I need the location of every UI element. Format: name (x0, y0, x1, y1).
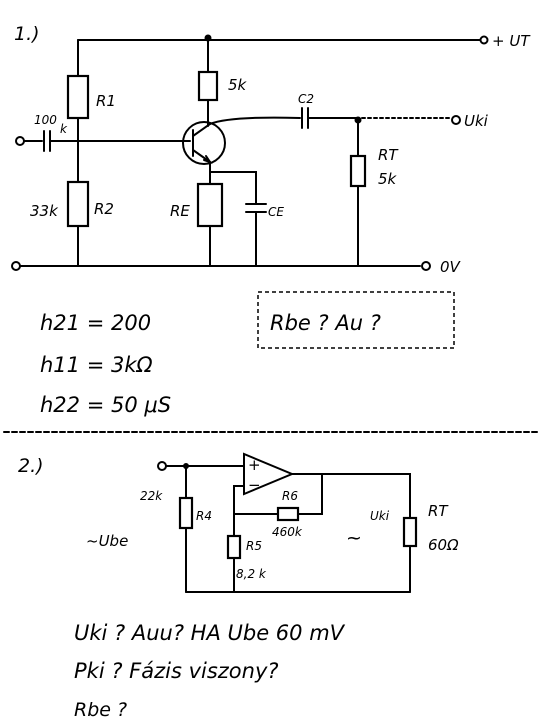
problem1-circuit: 1.) + UT R1 100 k 33k R2 5k (11, 23, 531, 276)
uki-label: Uki (370, 509, 390, 523)
tilde-symbol: ~ (346, 527, 362, 549)
r5-value: 8,2 k (236, 567, 267, 581)
problem1-question: Rbe ? Au ? (270, 311, 381, 335)
output-terminal (451, 115, 461, 125)
rc-resistor (197, 70, 219, 102)
problem1-parameters: h21 = 200 h11 = 3kΩ h22 = 50 μS Rbe ? Au… (40, 291, 455, 417)
output-wire-2 (321, 473, 411, 519)
output-label: Uki (464, 112, 489, 130)
rt-resistor (349, 154, 367, 188)
supply-label: + UT (492, 32, 531, 50)
question-line3: Rbe ? (74, 699, 127, 721)
feedback-right (291, 473, 323, 515)
r6-value: 460k (272, 525, 303, 539)
rt2-resistor (402, 516, 418, 548)
r4-value: 22k (140, 489, 163, 503)
rt-label: RT (378, 146, 399, 164)
input-cap-value: 100 (34, 113, 57, 127)
re-label: RE (170, 202, 190, 220)
supply-junction (204, 34, 212, 42)
param-h21: h21 = 200 (40, 311, 151, 335)
ube-label: ~Ube (86, 532, 128, 550)
re-resistor (196, 182, 224, 228)
opamp-symbol (243, 452, 295, 496)
r1-label: R1 (96, 92, 116, 110)
minus-input-wire (233, 485, 245, 515)
problem1-number: 1.) (14, 23, 40, 45)
question-line2: Pki ? Fázis viszony? (74, 659, 279, 683)
param-h22: h22 = 50 μS (40, 393, 171, 417)
supply-terminal (479, 35, 489, 45)
question-box (257, 291, 455, 349)
r5-resistor (226, 534, 242, 560)
input-terminal (15, 136, 25, 146)
rt2-value: 60Ω (428, 536, 459, 554)
r2-resistor (66, 180, 90, 228)
r1-resistor (66, 74, 90, 120)
ce-capacitor (245, 203, 267, 213)
rt-value: 5k (378, 170, 398, 188)
ground-right-terminal (421, 261, 431, 271)
ce-wire-top (209, 171, 257, 205)
transistor-symbol (182, 121, 226, 165)
c2-label: C2 (298, 92, 314, 106)
input-cap-unit: k (60, 122, 68, 136)
problem2-questions: Uki ? Auu? HA Ube 60 mV Pki ? Fázis visz… (74, 621, 346, 721)
ground-left-terminal (11, 261, 21, 271)
r2-label: R2 (94, 200, 114, 218)
rc-value: 5k (228, 76, 248, 94)
r4-label: R4 (196, 509, 212, 523)
opamp-plus: + (248, 456, 261, 474)
problem2-number: 2.) (18, 455, 44, 477)
r5-label: R5 (246, 539, 262, 553)
r4-resistor (178, 496, 194, 530)
opamp-minus: − (248, 476, 261, 494)
r6-resistor (276, 506, 300, 522)
input-terminal-top (157, 461, 167, 471)
ground-label: 0V (440, 258, 462, 276)
transistor-leads (192, 123, 211, 163)
rt2-label: RT (428, 502, 449, 520)
problem2-circuit: 2.) + − R6 460k RT 60Ω Uki ~ 22k R4 ~Ube (18, 452, 459, 593)
question-line1: Uki ? Auu? HA Ube 60 mV (74, 621, 346, 645)
r2-value: 33k (30, 202, 59, 220)
param-h11: h11 = 3kΩ (40, 353, 153, 377)
ce-label: CE (268, 205, 284, 219)
r6-label: R6 (282, 489, 298, 503)
collector-output-wire (209, 116, 301, 125)
